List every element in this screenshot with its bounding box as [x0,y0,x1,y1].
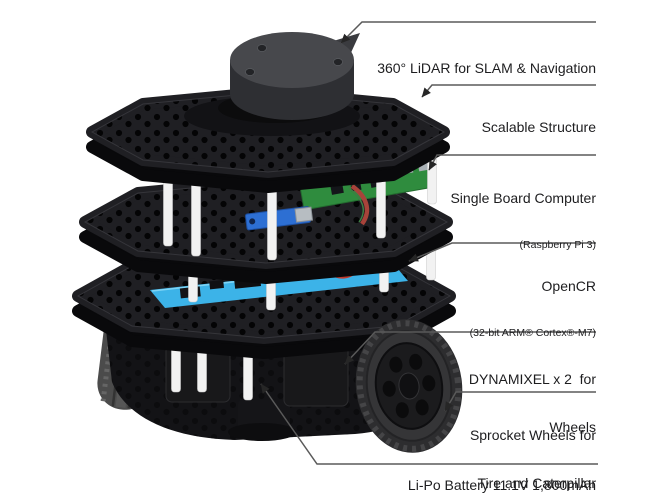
leader-lidar [340,21,596,44]
right-wheel [355,319,463,453]
label-lidar-text: 360° LiDAR for SLAM & Navigation [377,60,596,76]
label-single-board-computer: Single Board Computer (Raspberry Pi 3) [450,158,596,283]
label-sbc-subtext: (Raspberry Pi 3) [519,239,596,251]
leader-battery [260,383,598,465]
leader-dynamixel [344,331,596,365]
label-opencr-text: OpenCR [541,278,596,294]
leader-sbc [428,154,596,171]
label-scalable-structure: Scalable Structure [482,87,596,167]
label-dynamixel-text-line2: Wheels [549,419,596,435]
label-sprocket-text-line2: Tire and Caterpillar [477,475,596,491]
label-sprocket-wheels: Sprocket Wheels for Tire and Caterpillar [470,395,596,494]
ribbon-cable [350,184,370,226]
leader-structure [421,84,596,98]
label-sbc-text: Single Board Computer [450,190,596,206]
lidar-sensor [184,32,360,136]
label-scalable-structure-text: Scalable Structure [481,119,596,135]
label-dynamixel-text-line1: DYNAMIXEL x 2 for [468,371,596,387]
label-lidar: 360° LiDAR for SLAM & Navigation [377,28,596,108]
label-lipo-battery: Li-Po Battery 11.1V 1,800mAh [408,445,596,494]
leader-sprocket [444,391,596,412]
lidar-notch [330,33,360,57]
label-sprocket-text-line1: Sprocket Wheels for [469,427,596,443]
label-opencr: OpenCR (32-bit ARM® Cortex®-M7) [470,246,596,371]
usb-board [245,206,314,231]
leader-opencr [408,242,596,262]
label-opencr-subtext: (32-bit ARM® Cortex®-M7) [469,327,596,339]
label-battery-text: Li-Po Battery 11.1V 1,800mAh [407,477,596,493]
label-dynamixel: DYNAMIXEL x 2 for Wheels [469,339,596,467]
